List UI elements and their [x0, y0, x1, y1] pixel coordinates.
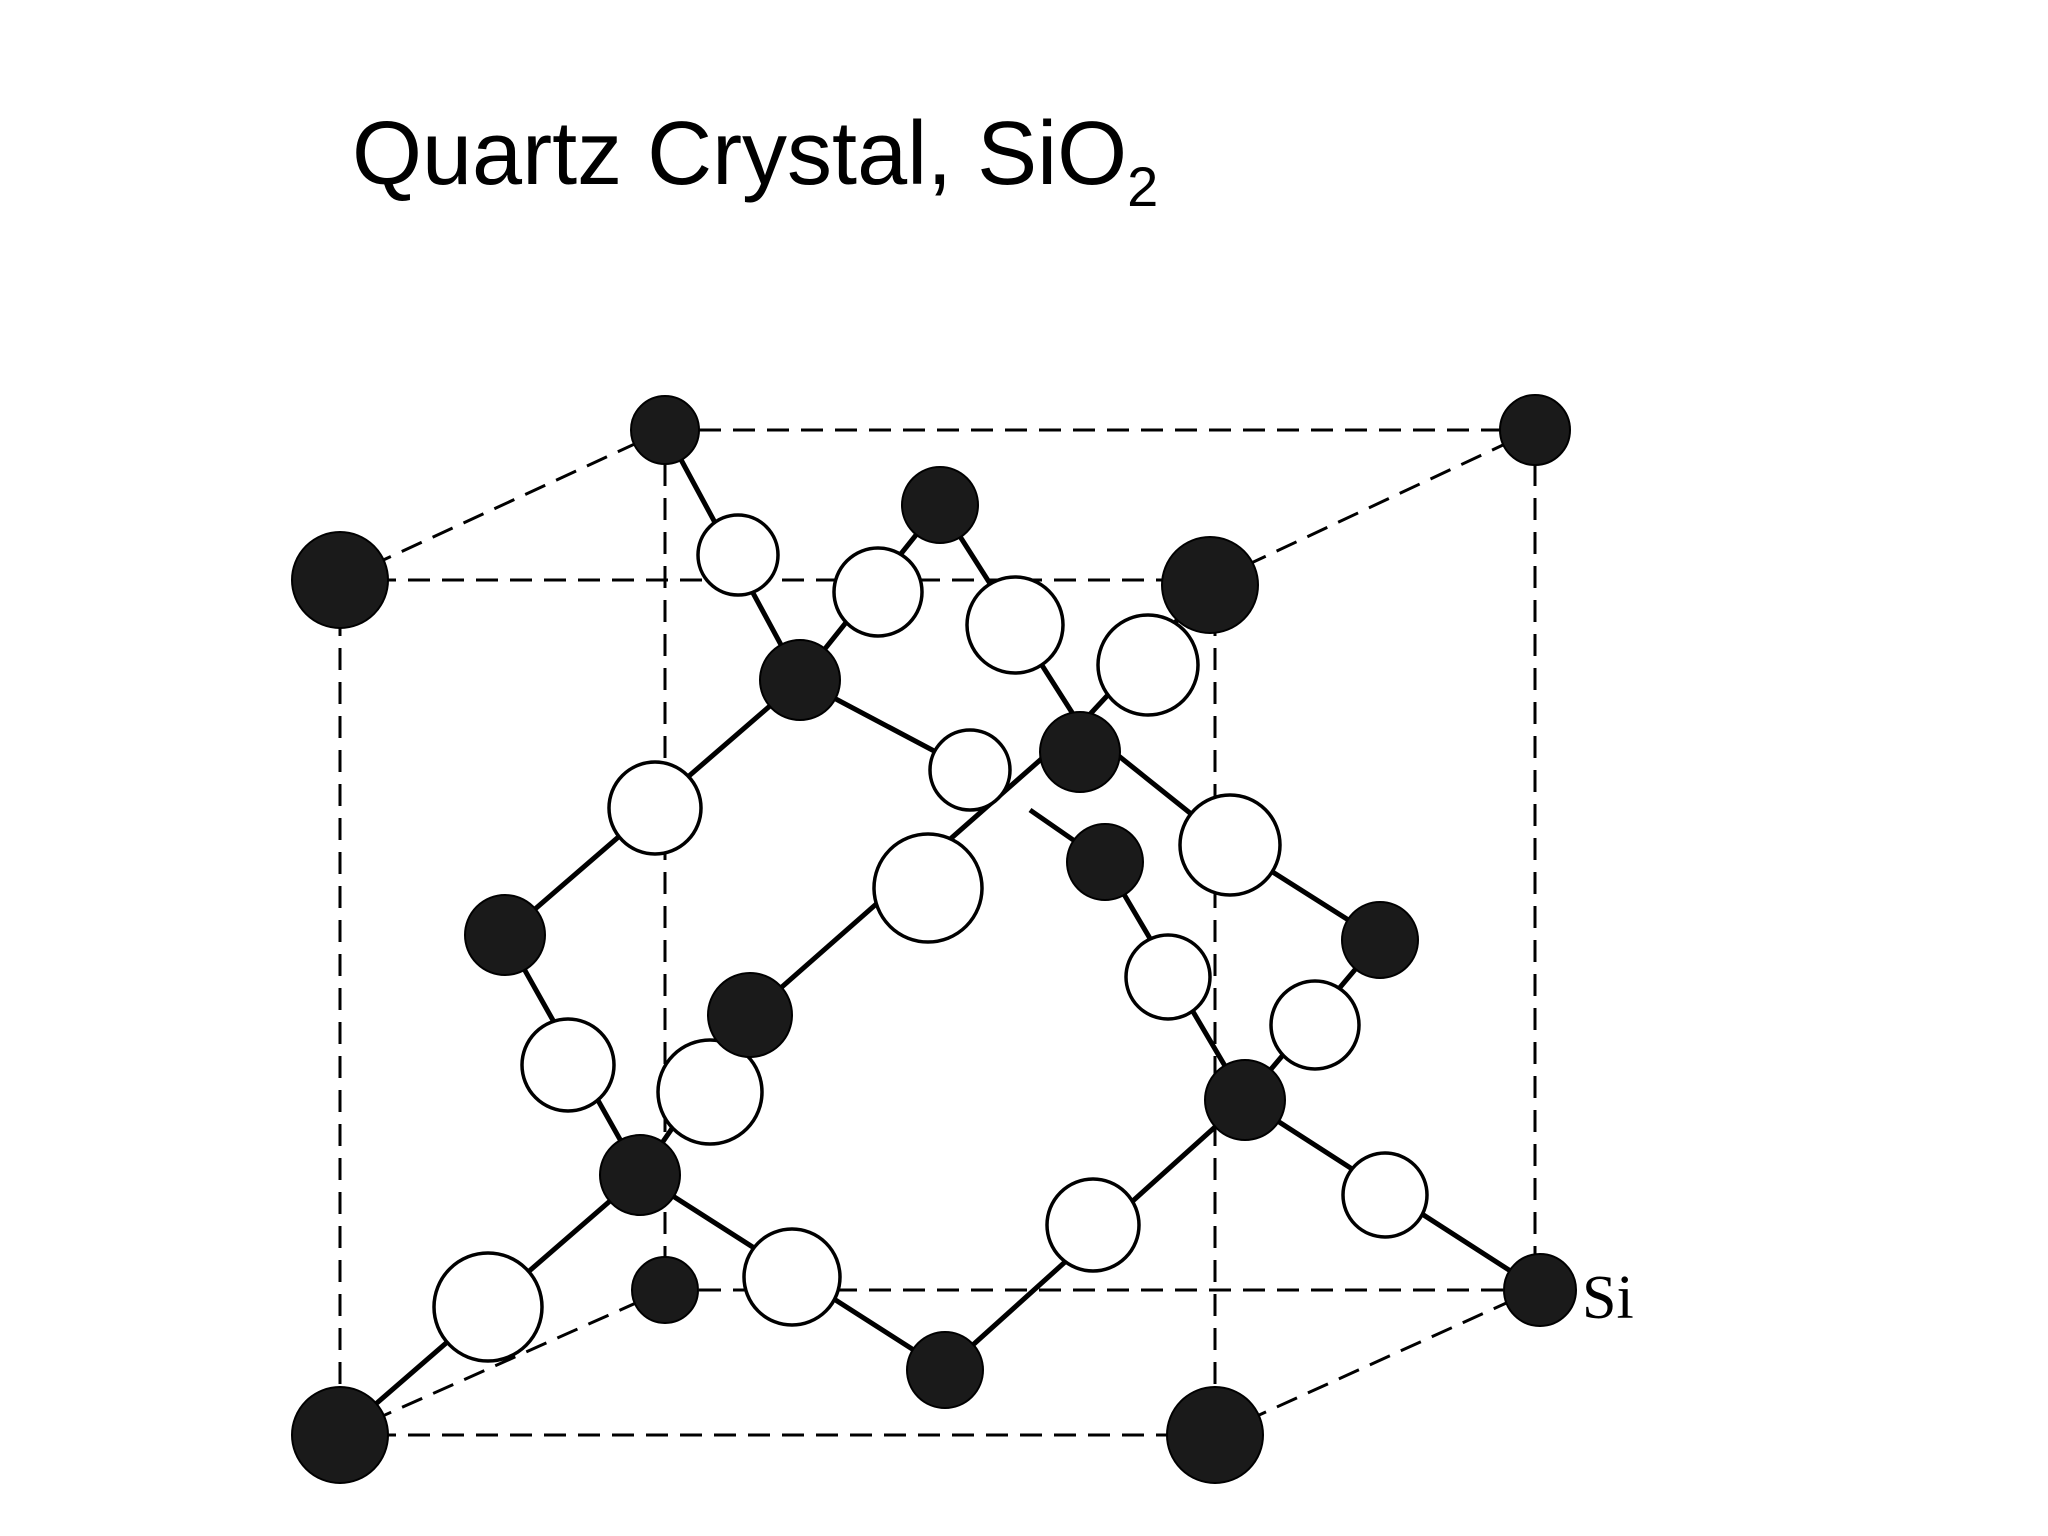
silicon-atom [599, 1134, 681, 1216]
cell-edge-connect-bottom-right [1214, 1288, 1536, 1437]
silicon-atom [630, 395, 700, 465]
oxygen-atom [742, 1227, 842, 1327]
oxygen-atom [1269, 979, 1361, 1071]
silicon-atom [906, 1331, 984, 1409]
title-text: Quartz Crystal, SiO [352, 104, 1128, 204]
silicon-atom [464, 894, 546, 976]
cell-edge-connect-top-right [1214, 428, 1536, 582]
silicon-atom [1204, 1059, 1286, 1141]
silicon-atom [1499, 394, 1571, 466]
silicon-atom [759, 639, 841, 721]
oxygen-atom [872, 832, 984, 944]
silicon-atom [1341, 901, 1419, 979]
oxygen-atom [1124, 933, 1212, 1021]
page-title: Quartz Crystal, SiO2 [352, 100, 1158, 220]
oxygen-atom [432, 1251, 544, 1363]
cell-edge-connect-top-left [339, 428, 666, 582]
oxygen-atom [832, 546, 924, 638]
si-atom-label: Si [1582, 1264, 1634, 1332]
oxygen-atom [696, 513, 780, 597]
oxygen-atom [656, 1038, 764, 1146]
silicon-atom [1066, 823, 1144, 901]
silicon-atom [1039, 711, 1121, 793]
oxygen-atom [607, 760, 703, 856]
silicon-atom [1503, 1253, 1577, 1327]
silicon-atom [1161, 536, 1259, 634]
oxygen-atom [520, 1017, 616, 1113]
oxygen-atom [1178, 793, 1282, 897]
oxygen-atom [928, 728, 1012, 812]
oxygen-atom [965, 575, 1065, 675]
silicon-atom [631, 1256, 699, 1324]
oxygen-atom [1096, 613, 1200, 717]
oxygen-atom [1045, 1177, 1141, 1273]
silicon-atom [1166, 1386, 1264, 1484]
cell-edge-connect-bottom-left [339, 1288, 666, 1437]
silicon-atom [291, 531, 389, 629]
silicon-atom [291, 1386, 389, 1484]
oxygen-atoms [432, 513, 1429, 1363]
silicon-atoms [291, 394, 1577, 1484]
silicon-atom [707, 972, 793, 1058]
oxygen-atom [1341, 1151, 1429, 1239]
silicon-atom [901, 466, 979, 544]
title-subscript: 2 [1127, 155, 1159, 218]
